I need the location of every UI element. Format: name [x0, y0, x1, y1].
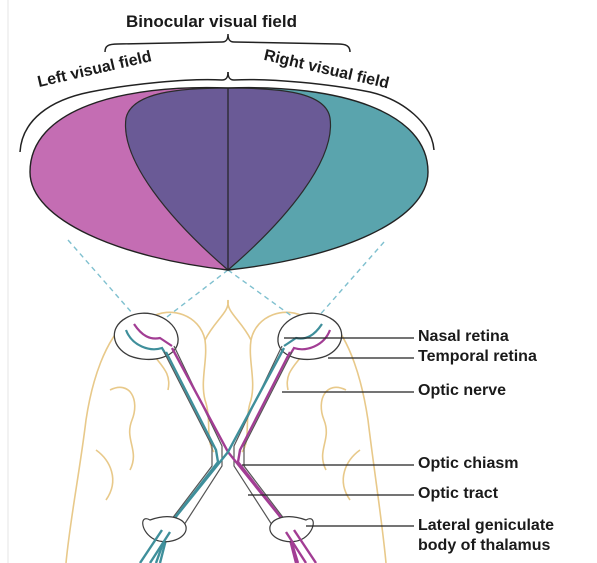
lateral-geniculate-bodies [143, 517, 314, 542]
left-eye [114, 313, 178, 359]
binocular-visual-field-label: Binocular visual field [126, 12, 297, 32]
temporal-retina-label: Temporal retina [418, 348, 537, 366]
optic-chiasm-label: Optic chiasm [418, 455, 518, 473]
optic-tract-label: Optic tract [418, 485, 498, 503]
lateral-geniculate-label: Lateral geniculate [418, 517, 554, 535]
thalamus-label: body of thalamus [418, 537, 550, 555]
optic-nerve-label: Optic nerve [418, 382, 506, 400]
visual-field [30, 88, 428, 270]
right-eye [278, 313, 342, 359]
nasal-retina-label: Nasal retina [418, 328, 509, 346]
